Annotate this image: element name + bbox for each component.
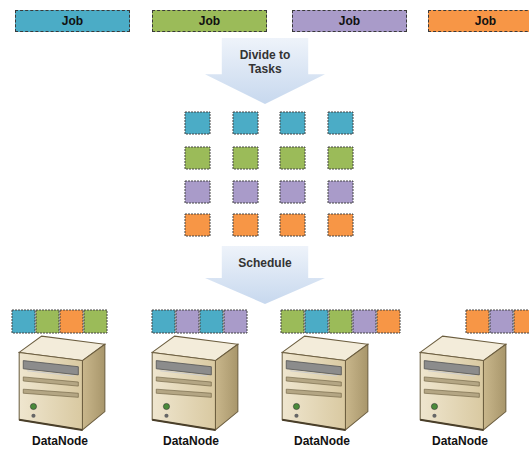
server-label: DataNode bbox=[294, 434, 350, 448]
task-grid bbox=[185, 112, 353, 236]
server-icon bbox=[152, 336, 238, 430]
arrow-text: Divide to Tasks bbox=[205, 48, 325, 76]
block-arrow: Divide to Tasks bbox=[205, 38, 325, 104]
arrow-text: Schedule bbox=[205, 256, 325, 270]
arrow-label: Divide to Tasks bbox=[226, 48, 304, 76]
job-label: Job bbox=[199, 14, 220, 28]
arrow-shape bbox=[205, 246, 325, 304]
block-arrow: Schedule bbox=[205, 246, 325, 304]
server-icon bbox=[19, 336, 105, 430]
server-icon bbox=[282, 336, 368, 430]
job-label: Job bbox=[62, 14, 83, 28]
scheduled-tasks bbox=[12, 310, 529, 333]
job-bar: Job bbox=[15, 10, 130, 32]
arrow-body bbox=[205, 38, 325, 104]
job-bar: Job bbox=[428, 10, 529, 32]
server-label: DataNode bbox=[32, 434, 88, 448]
job-label: Job bbox=[339, 14, 360, 28]
server-label: DataNode bbox=[432, 434, 488, 448]
arrow-body bbox=[205, 246, 325, 304]
job-label: Job bbox=[475, 14, 496, 28]
job-bar: Job bbox=[152, 10, 267, 32]
arrow-label: Schedule bbox=[238, 256, 291, 270]
server-icon bbox=[420, 336, 506, 430]
server-label: DataNode bbox=[163, 434, 219, 448]
job-bar: Job bbox=[292, 10, 407, 32]
